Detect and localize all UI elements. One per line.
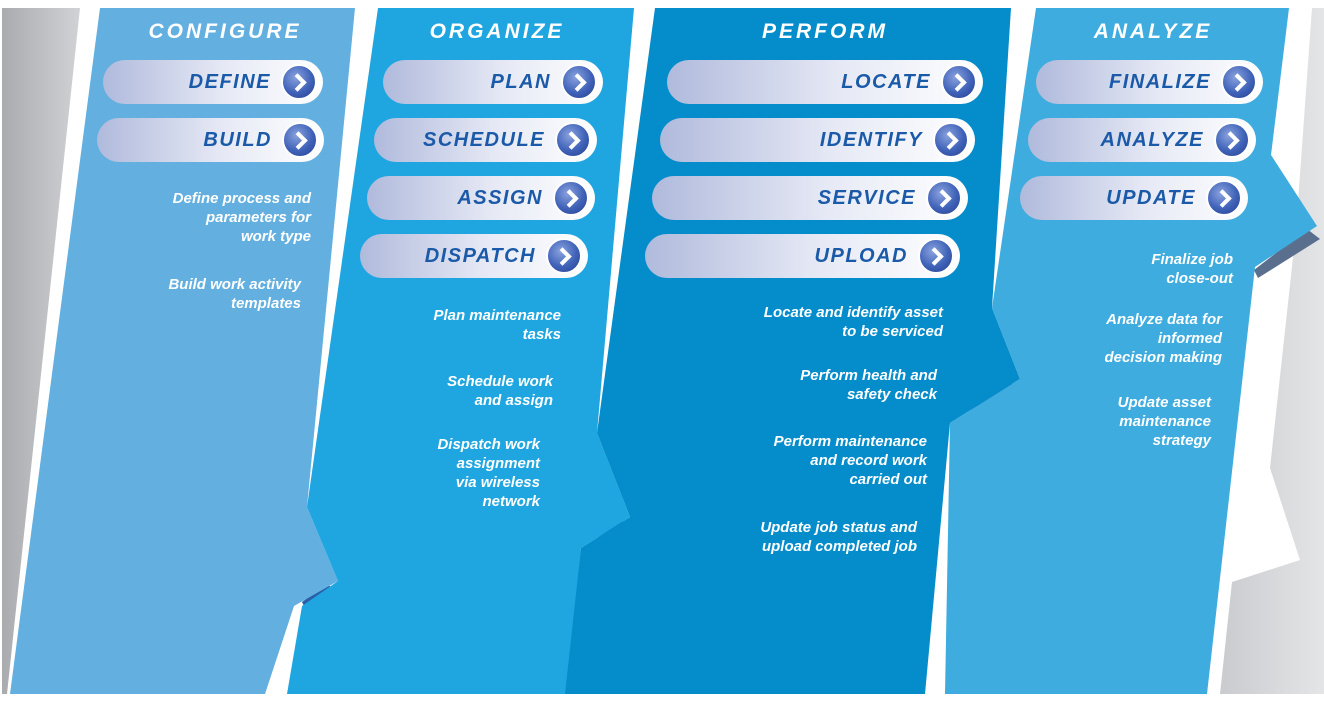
analyze-description: Update asset maintenance strategy: [1118, 393, 1211, 450]
description-line: assignment: [456, 455, 540, 472]
step-pill-plan: [383, 60, 603, 104]
step-pill-update: [1020, 176, 1248, 220]
description-line: templates: [230, 295, 301, 312]
description-line: informed: [1157, 330, 1222, 347]
step-label-analyze: ANALYZE: [1100, 129, 1204, 151]
chevron-right-icon: [555, 122, 591, 158]
step-pill-service: [652, 176, 968, 220]
description-line: via wireless: [455, 474, 540, 491]
chevron-right-icon: [553, 180, 589, 216]
description-line: close-out: [1166, 270, 1233, 287]
description-line: strategy: [1152, 432, 1211, 449]
step-label-identify: IDENTIFY: [819, 129, 923, 151]
step-label-dispatch: DISPATCH: [424, 245, 536, 267]
description-line: Perform maintenance: [773, 433, 927, 450]
step-pill-upload: [645, 234, 960, 278]
configure-band: [10, 8, 355, 694]
analyze-band-shadow: [1254, 229, 1320, 278]
chevron-right-icon: [918, 238, 954, 274]
step-label-plan: PLAN: [490, 71, 551, 93]
chevron-right-icon: [933, 122, 969, 158]
step-label-build: BUILD: [203, 129, 272, 151]
step-pill-locate: [667, 60, 983, 104]
description-line: and assign: [474, 392, 553, 409]
organize-description: Schedule work and assign: [447, 372, 553, 410]
step-pill-identify: [660, 118, 975, 162]
configure-description: Build work activity templates: [168, 275, 301, 313]
step-label-assign: ASSIGN: [457, 187, 543, 209]
description-line: Schedule work: [447, 373, 553, 390]
step-label-schedule: SCHEDULE: [422, 129, 545, 151]
description-line: upload completed job: [761, 538, 917, 555]
description-line: tasks: [522, 326, 561, 343]
description-line: Update asset: [1117, 394, 1211, 411]
description-line: safety check: [846, 386, 937, 403]
description-line: maintenance: [1119, 413, 1211, 430]
description-line: Analyze data for: [1106, 311, 1222, 328]
description-line: Plan maintenance: [433, 307, 561, 324]
step-pill-analyze: [1028, 118, 1256, 162]
perform-column-title: PERFORM: [762, 20, 888, 43]
perform-description: Update job status and upload completed jo…: [760, 518, 917, 556]
perform-description: Perform maintenance and record work carrie…: [774, 432, 927, 489]
chevron-right-icon: [561, 64, 597, 100]
chevron-right-icon: [926, 180, 962, 216]
left-gray-band: [2, 8, 80, 694]
configure-column-title: CONFIGURE: [148, 20, 302, 43]
organize-description: Plan maintenance tasks: [433, 306, 561, 344]
chevron-right-icon: [281, 64, 317, 100]
description-line: work type: [240, 228, 311, 245]
description-line: Finalize job: [1151, 251, 1233, 268]
description-line: parameters for: [205, 209, 311, 226]
step-label-service: SERVICE: [817, 187, 916, 209]
perform-description: Perform health and safety check: [800, 366, 937, 404]
description-line: network: [482, 493, 540, 510]
description-line: and record work: [810, 452, 927, 469]
chevron-right-icon: [1214, 122, 1250, 158]
step-pill-build: [97, 118, 324, 162]
description-line: Locate and identify asset: [763, 304, 943, 321]
step-label-locate: LOCATE: [841, 71, 931, 93]
organize-column-title: ORGANIZE: [429, 20, 565, 43]
step-pill-define: [103, 60, 323, 104]
description-line: to be serviced: [842, 323, 943, 340]
description-line: Update job status and: [760, 519, 917, 536]
step-label-update: UPDATE: [1106, 187, 1196, 209]
configure-description: Define process and parameters for work typ…: [173, 189, 311, 246]
step-label-upload: UPLOAD: [814, 245, 908, 267]
chevron-right-icon: [941, 64, 977, 100]
step-pill-dispatch: [360, 234, 588, 278]
organize-description: Dispatch work assignment via wireless netwo…: [437, 435, 540, 511]
description-line: Define process and: [172, 190, 311, 207]
step-pill-schedule: [374, 118, 597, 162]
analyze-description: Finalize job close-out: [1151, 250, 1233, 288]
step-label-define: DEFINE: [188, 71, 271, 93]
step-pill-assign: [367, 176, 595, 220]
step-pill-finalize: [1036, 60, 1263, 104]
description-line: Dispatch work: [437, 436, 540, 453]
description-line: carried out: [849, 471, 927, 488]
analyze-description: Analyze data for informed decision making: [1104, 310, 1222, 367]
chevron-right-icon: [1221, 64, 1257, 100]
step-pills: [97, 60, 1263, 278]
right-gray-band: [1220, 8, 1324, 694]
perform-description: Locate and identify asset to be serviced: [764, 303, 943, 341]
description-line: decision making: [1104, 349, 1222, 366]
chevron-right-icon: [546, 238, 582, 274]
chevron-right-icon: [282, 122, 318, 158]
description-line: Perform health and: [800, 367, 937, 384]
description-line: Build work activity: [168, 276, 301, 293]
chevron-right-icon: [1206, 180, 1242, 216]
analyze-column-title: ANALYZE: [1093, 20, 1213, 43]
step-label-finalize: FINALIZE: [1109, 71, 1211, 93]
